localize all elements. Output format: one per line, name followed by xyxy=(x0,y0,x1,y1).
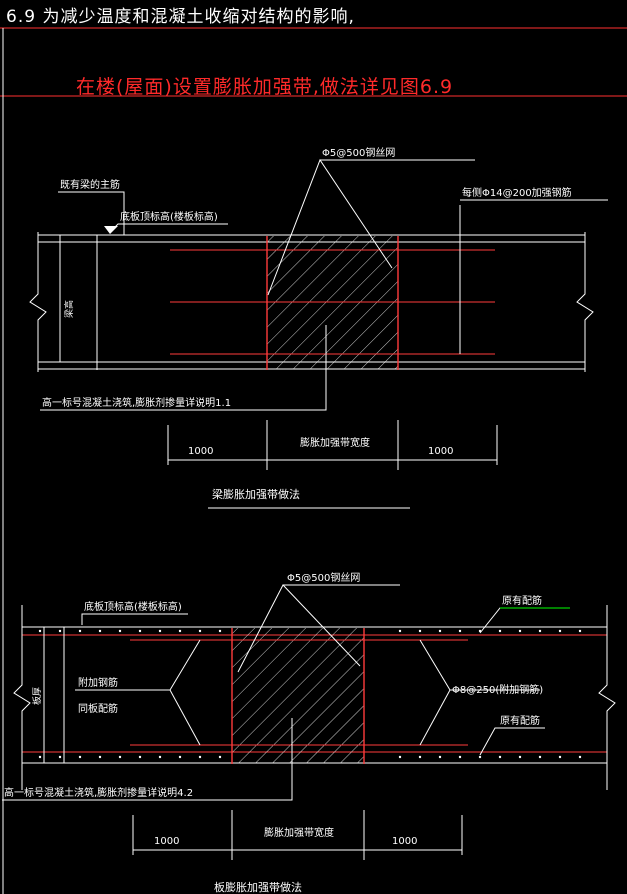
beam-main-bar-label: 既有梁的主筋 xyxy=(60,178,120,191)
beam-mesh-label: Φ5@500钢丝网 xyxy=(322,146,395,159)
slab-mesh-label: Φ5@500钢丝网 xyxy=(287,571,360,584)
beam-detail xyxy=(29,158,608,509)
slab-dim-right: 1000 xyxy=(392,836,417,847)
rebar-dots xyxy=(38,629,582,759)
red-note-title: 在楼(屋面)设置膨胀加强带,做法详见图6.9 xyxy=(76,76,454,98)
beam-caption: 梁膨胀加强带做法 xyxy=(212,487,300,501)
slab-spacing-label: Φ8@250(附加钢筋) xyxy=(452,683,543,696)
slab-orig-bar-bottom-label: 原有配筋 xyxy=(500,714,540,727)
slab-extra-bar-label: 附加钢筋 xyxy=(78,676,118,689)
slab-same-bar-label: 同板配筋 xyxy=(78,702,118,715)
section-heading: 6.9 为减少温度和混凝土收缩对结构的影响, xyxy=(6,7,355,27)
beam-side-bar-label: 每侧Φ14@200加强钢筋 xyxy=(462,186,572,199)
slab-dim-mid: 膨胀加强带宽度 xyxy=(264,826,334,839)
slab-slab-top-label: 底板顶标高(楼板标高) xyxy=(84,600,182,613)
beam-concrete-note: 高一标号混凝土浇筑,膨胀剂掺量详说明1.1 xyxy=(42,396,231,409)
beam-dim-right: 1000 xyxy=(428,446,453,457)
beam-dim-mid: 膨胀加强带宽度 xyxy=(300,436,370,449)
beam-dim-left: 1000 xyxy=(188,446,213,457)
beam-height-label: 梁高 xyxy=(63,300,75,318)
slab-thickness-label: 板厚 xyxy=(31,687,43,705)
slab-caption: 板膨胀加强带做法 xyxy=(214,880,302,894)
slab-orig-bar-top-label: 原有配筋 xyxy=(502,594,542,607)
slab-concrete-note: 高一标号混凝土浇筑,膨胀剂掺量详说明4.2 xyxy=(4,786,193,799)
slab-dim-left: 1000 xyxy=(154,836,179,847)
slab-detail xyxy=(2,584,616,860)
beam-slab-top-label: 底板顶标高(楼板标高) xyxy=(120,210,218,223)
